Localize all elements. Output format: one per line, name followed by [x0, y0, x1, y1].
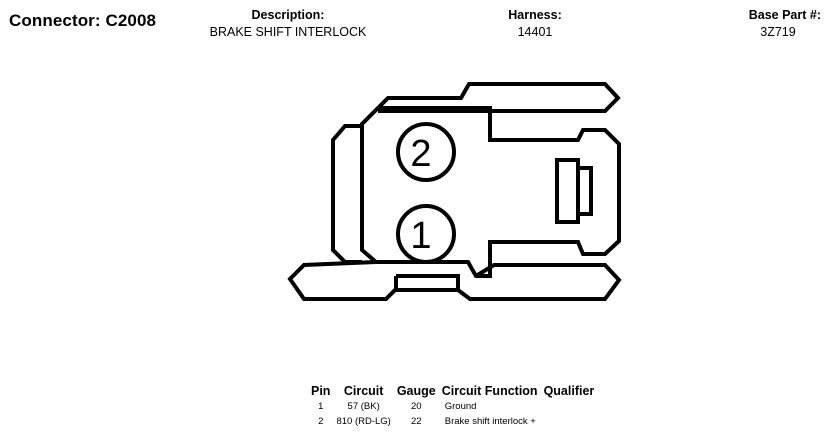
- harness-label: Harness:: [508, 8, 562, 22]
- qualifier: [541, 414, 598, 429]
- table-row: 2 810 (RD-LG) 22 Brake shift interlock +: [308, 414, 597, 429]
- pin-2-label: 2: [410, 133, 431, 175]
- table-row: 1 57 (BK) 20 Ground: [308, 399, 597, 414]
- housing-body: [360, 106, 621, 278]
- pin-1-cavity: [396, 204, 456, 264]
- pin-number: 2: [318, 416, 324, 427]
- pin-1-label: 1: [410, 215, 431, 257]
- wire-gauge: 20: [410, 401, 422, 412]
- header-pin: Pin: [311, 383, 331, 398]
- bottom-right-rail: [456, 263, 622, 301]
- harness-value: 14401: [517, 25, 553, 39]
- key-slot-inner: [578, 166, 593, 216]
- description-label: Description:: [251, 8, 325, 22]
- center-bottom-latch: [396, 274, 460, 292]
- pin-table: Pin Circuit Gauge Circuit Function Quali…: [308, 382, 597, 429]
- harness-block: Harness: 14401: [490, 7, 580, 41]
- header-gauge: Gauge: [396, 383, 436, 398]
- pin-number: 1: [318, 401, 324, 412]
- left-lock-tab: [331, 124, 362, 264]
- key-slot: [555, 158, 580, 224]
- circuit-function: Ground: [444, 401, 477, 412]
- connector-title: Connector: C2008: [9, 11, 157, 30]
- base-part-block: Base Part #: 3Z719: [731, 7, 825, 41]
- pin-2-cavity: [396, 122, 456, 182]
- header-circuit-function: Circuit Function: [441, 383, 538, 398]
- circuit-code: 57 (BK): [347, 401, 380, 412]
- base-part-label: Base Part #:: [748, 8, 821, 22]
- circuit-function: Brake shift interlock +: [444, 416, 536, 427]
- header-circuit: Circuit: [343, 383, 384, 398]
- bottom-left-rail: [287, 260, 398, 301]
- description-value: BRAKE SHIFT INTERLOCK: [209, 25, 367, 39]
- qualifier: [541, 399, 598, 414]
- wire-gauge: 22: [410, 416, 422, 427]
- description-block: Description: BRAKE SHIFT INTERLOCK: [200, 7, 376, 41]
- header-qualifier: Qualifier: [543, 383, 595, 398]
- circuit-code: 810 (RD-LG): [336, 416, 391, 427]
- pin-table-header-row: Pin Circuit Gauge Circuit Function Quali…: [308, 382, 597, 399]
- base-part-value: 3Z719: [760, 25, 796, 39]
- top-latch-rail: [376, 82, 621, 113]
